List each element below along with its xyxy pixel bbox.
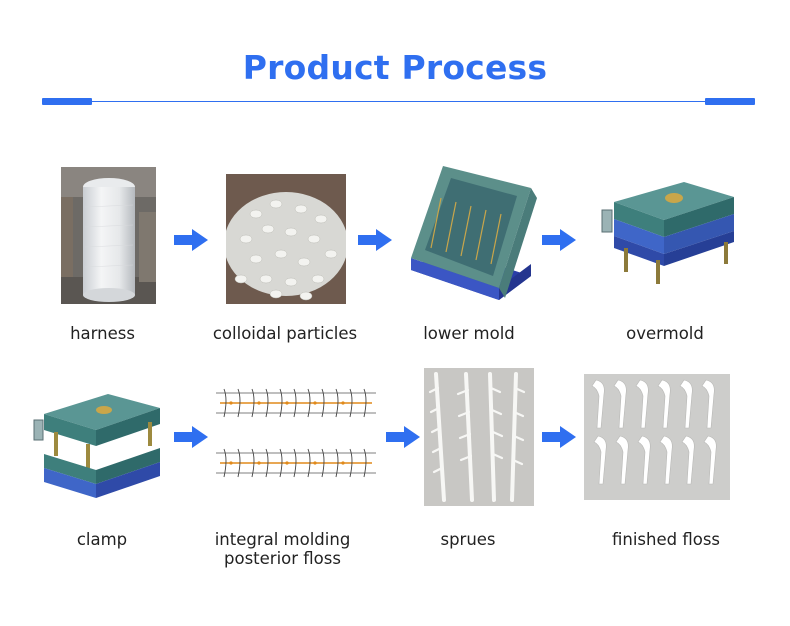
arrow-right-icon: [542, 229, 576, 251]
step-label: integral molding posterior floss: [214, 530, 351, 568]
sprue-tree-image: [424, 368, 534, 506]
plastic-pellets-image: [226, 174, 346, 304]
step-label: clamp: [76, 530, 128, 549]
divider-cap-right: [705, 98, 755, 105]
overmold-image: [584, 162, 740, 292]
arrow-right-icon: [386, 426, 420, 448]
title-divider: [42, 101, 755, 102]
molded-floss-image: [212, 375, 380, 500]
step-label: finished floss: [611, 530, 721, 549]
arrow-right-icon: [174, 426, 208, 448]
page-title: Product Process: [242, 48, 548, 87]
step-label: sprues: [440, 530, 496, 549]
thread-spool-image: [61, 167, 156, 304]
arrow-right-icon: [358, 229, 392, 251]
clamped-mold-image: [30, 384, 166, 510]
floss-picks-image: [584, 374, 730, 500]
lower-mold-image: [401, 158, 537, 303]
divider-cap-left: [42, 98, 92, 105]
step-label: harness: [70, 324, 135, 343]
arrow-right-icon: [174, 229, 208, 251]
step-label: colloidal particles: [212, 324, 358, 343]
arrow-right-icon: [542, 426, 576, 448]
step-label: lower mold: [423, 324, 515, 343]
step-label: overmold: [626, 324, 704, 343]
